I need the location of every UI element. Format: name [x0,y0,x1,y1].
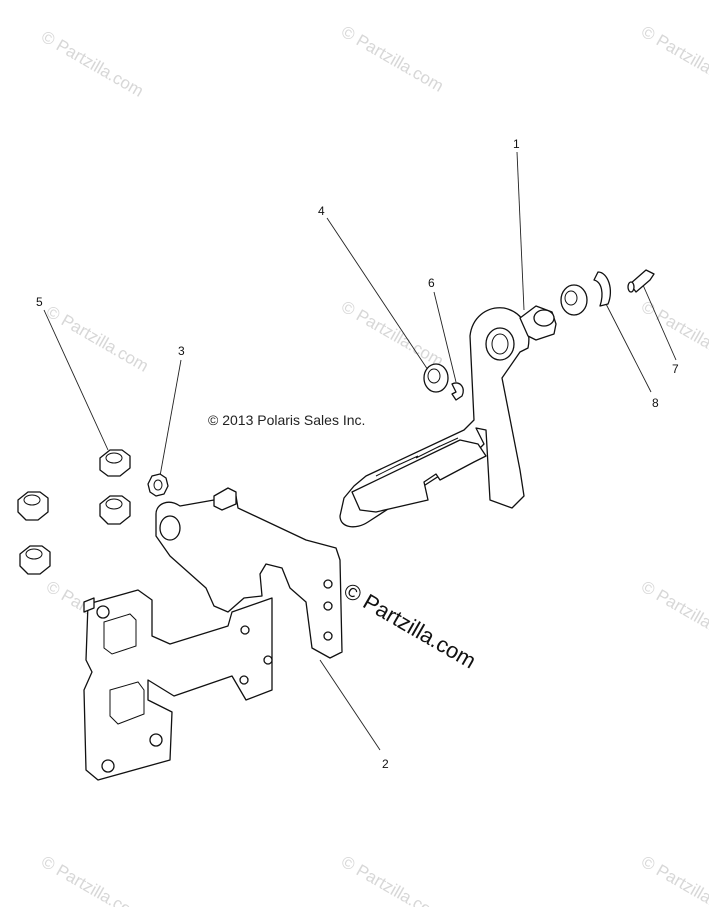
background-watermarks: © Partzilla.com © Partzilla.com © Partzi… [38,22,709,907]
mount-hole [323,601,333,611]
grommet-icon [17,491,49,521]
clip-6 [451,382,464,401]
leader-line-3 [159,359,182,477]
bushing-right [560,284,588,316]
watermark-text: © Partzilla.com [43,302,152,376]
washer-3 [147,473,169,497]
pivot-mount [155,491,343,659]
pedal-pivot-boss [485,327,515,361]
bracket-cutout-upper [103,613,137,655]
bracket-hole [239,675,249,685]
watermark-text: © Partzilla.com [638,852,709,907]
bushing-bore [427,368,441,384]
bracket-hole [96,605,110,619]
leader-line-2 [319,659,381,751]
bushing-4 [423,363,449,393]
grommet-top [25,548,43,560]
leader-line-4 [326,217,429,371]
bracket-hole [263,655,273,665]
copyright-text: © 2013 Polaris Sales Inc. [208,412,365,428]
bracket-plate [83,589,273,781]
callout-7: 7 [672,362,679,376]
watermark-text: © Partzilla.com [38,852,147,907]
leader-line-1 [516,151,525,311]
grommet-top [105,452,123,464]
pedal-foot-pad [351,439,487,513]
pin-7 [627,269,655,293]
grommet-icon [19,545,51,575]
washer-icon [147,473,169,497]
partzilla-main-watermark: © Partzilla.com [340,578,481,674]
pin-icon [629,269,655,293]
leader-line-5 [43,309,109,451]
mount-hole [323,631,333,641]
pedal-arm [339,307,530,528]
pedal-shaft-end [533,309,555,327]
callout-3: 3 [178,344,185,358]
callout-6: 6 [428,276,435,290]
brake-pedal [339,305,557,528]
bracket-hole [240,625,250,635]
bushing-icon [423,363,449,393]
watermark-text: © Partzilla.com [338,22,447,96]
mount-hole [323,579,333,589]
clip-icon [593,271,612,307]
callout-labels: 1 2 3 4 5 6 7 8 [36,137,679,771]
pivot-shaft [213,487,237,511]
callout-5: 5 [36,295,43,309]
watermark-text: © Partzilla.com [638,297,709,371]
leader-line-8 [603,299,652,393]
bracket-hole [149,733,163,747]
grommet-icon [99,495,131,525]
watermark-text: © Partzilla.com [338,852,447,907]
watermark-text: © Partzilla.com [38,27,147,101]
mounting-bracket [83,487,343,781]
leader-lines [43,151,677,751]
callout-2: 2 [382,757,389,771]
bracket-hole [101,759,115,773]
bushing-bore [564,290,578,306]
watermark-text: © Partzilla.com [338,297,447,371]
bracket-stud [83,597,95,613]
pedal-pivot-bore [491,333,509,355]
leader-line-7 [642,284,677,361]
watermark-text: © Partzilla.com [638,22,709,96]
pin-end [627,281,635,293]
callout-8: 8 [652,396,659,410]
pivot-hole [159,515,181,541]
bracket-cutout-lower [109,681,145,725]
callout-4: 4 [318,204,325,218]
callout-1: 1 [513,137,520,151]
grommet-top [23,494,41,506]
grommet-top [105,498,123,510]
e-clip-icon [451,382,464,401]
leader-line-6 [433,291,457,383]
pedal-pad-ridges [375,437,459,477]
clip-8 [593,271,612,307]
grommets-5 [17,449,131,575]
watermark-text: © Partzilla.com [638,577,709,651]
washer-bore [153,479,163,491]
